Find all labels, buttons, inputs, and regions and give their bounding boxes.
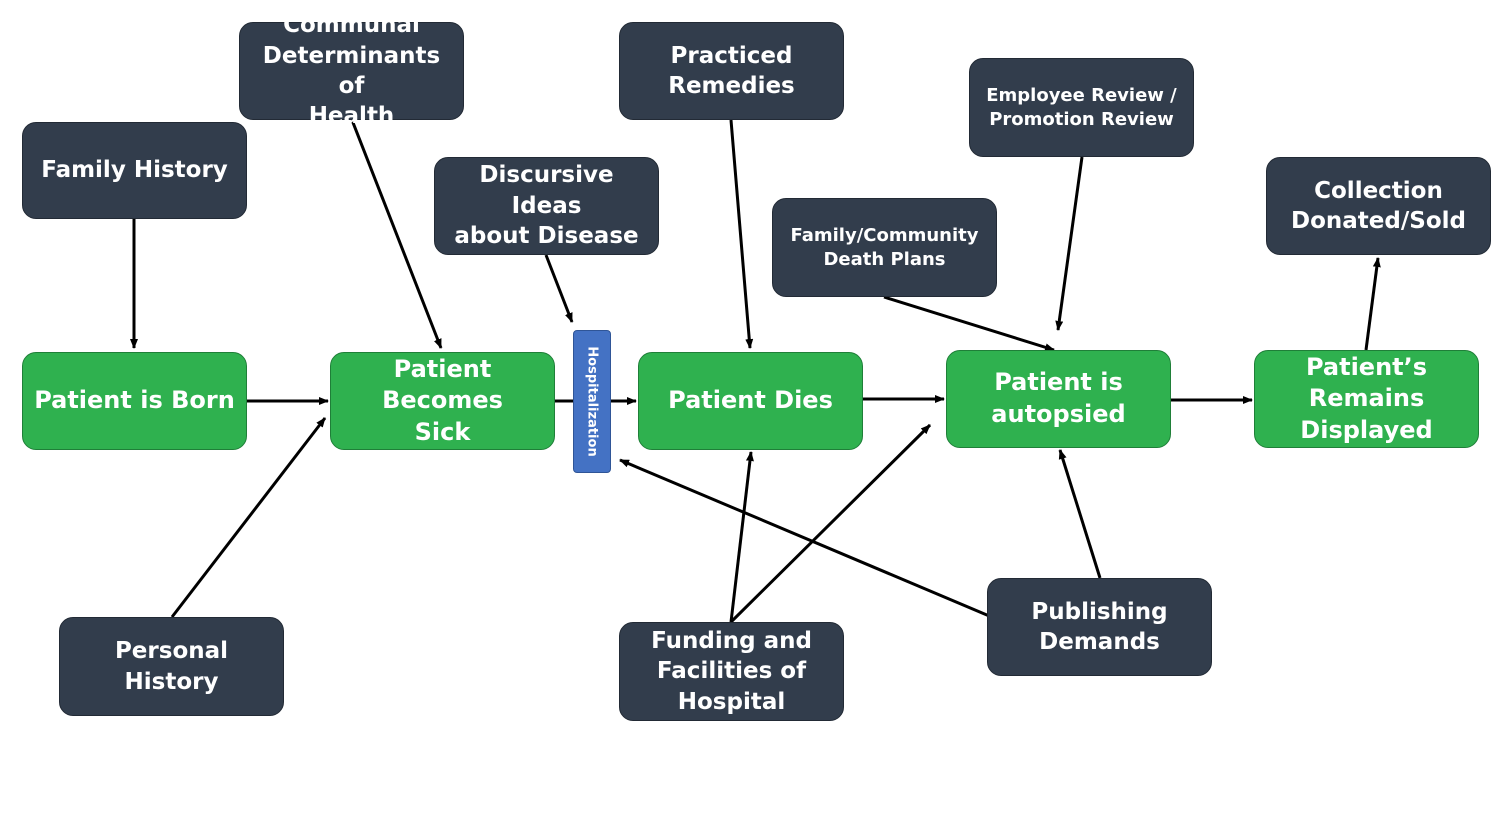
arrow-funding-to-dies	[729, 451, 754, 623]
arrow-communal-to-sick	[350, 119, 443, 349]
remains-displayed-node: Patient’s Remains Displayed	[1254, 350, 1479, 448]
patient-autopsied-node: Patient is autopsied	[946, 350, 1171, 448]
collection-donated-node: Collection Donated/Sold	[1266, 157, 1491, 255]
arrow-remains-to-collection	[1364, 257, 1381, 351]
patient-sick-node: Patient Becomes Sick	[330, 352, 555, 450]
family-death-plans-node: Family/Community Death Plans	[772, 198, 997, 297]
arrow-death-plans-to-autopsied	[883, 295, 1055, 352]
hospitalization-node: Hospitalization	[573, 330, 611, 473]
arrow-employee-review-to-autopsied	[1055, 156, 1084, 331]
arrow-funding-to-autopsied	[729, 423, 932, 624]
funding-facilities-node: Funding and Facilities of Hospital	[619, 622, 844, 721]
publishing-demands-node: Publishing Demands	[987, 578, 1212, 676]
arrow-remedies-to-dies	[729, 119, 754, 349]
arrow-discursive-to-hospitalization	[544, 254, 574, 323]
hospitalization-label: Hospitalization	[584, 346, 600, 457]
employee-review-node: Employee Review / Promotion Review	[969, 58, 1194, 157]
arrow-personal-history-to-sick	[170, 417, 327, 618]
family-history-node: Family History	[22, 122, 247, 219]
arrow-publishing-to-hospitalization	[619, 458, 995, 620]
discursive-ideas-node: Discursive Ideas about Disease	[434, 157, 659, 255]
arrow-publishing-to-autopsied	[1058, 449, 1102, 579]
personal-history-node: Personal History	[59, 617, 284, 716]
communal-determinants-node: Communal Determinants of Health	[239, 12, 464, 129]
patient-dies-node: Patient Dies	[638, 352, 863, 450]
practiced-remedies-node: Practiced Remedies	[619, 22, 844, 120]
patient-born-node: Patient is Born	[22, 352, 247, 450]
